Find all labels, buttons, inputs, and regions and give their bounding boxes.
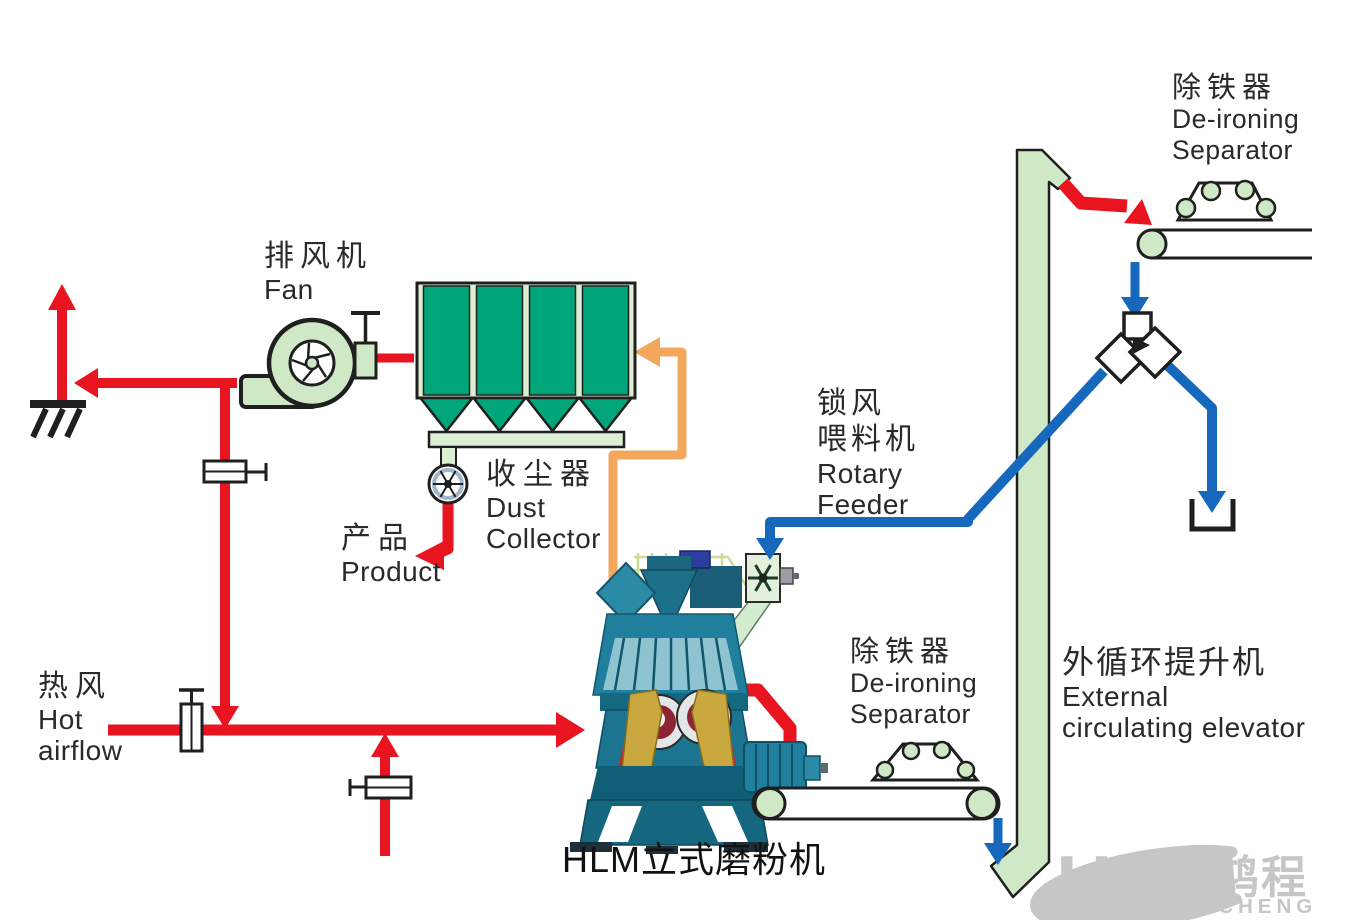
fan-icon bbox=[239, 311, 380, 409]
fan-damper-icon bbox=[353, 341, 378, 380]
deironing-mid-label-en2: Separator bbox=[850, 698, 971, 729]
elevator-column bbox=[989, 148, 1072, 899]
deironing-mid-label-zh: 除铁器 bbox=[850, 636, 956, 668]
hot-air-arrowhead-icon bbox=[556, 712, 585, 748]
top-conveyor-icon bbox=[1136, 228, 1312, 260]
logo-en-text: HONG CHENG bbox=[1126, 895, 1317, 918]
reject-line bbox=[1160, 358, 1217, 495]
deironing-separator-mid-icon bbox=[869, 740, 981, 782]
rotary-feeder-label: 锁风 喂料机 Rotary Feeder bbox=[817, 386, 919, 521]
gas-duct-orange bbox=[608, 337, 687, 580]
fan-label: 排风机 Fan bbox=[264, 240, 372, 305]
elevator-label-en1: External bbox=[1062, 680, 1169, 712]
product-label: 产品 Product bbox=[341, 522, 441, 587]
rotary-feeder-label-zh2: 喂料机 bbox=[817, 423, 919, 456]
mill-motor-icon bbox=[743, 741, 828, 793]
blue-material-lines bbox=[756, 262, 1226, 865]
drop-arrowhead-icon bbox=[1121, 297, 1149, 319]
down-arrowhead-icon bbox=[211, 706, 239, 729]
collection-bin-icon bbox=[1189, 499, 1236, 532]
deironing-top-label: 除铁器 De-ironing Separator bbox=[1172, 72, 1299, 165]
hopper-icon bbox=[470, 396, 529, 434]
fan-label-zh: 排风机 bbox=[264, 240, 372, 273]
elevator-icon bbox=[989, 148, 1072, 899]
belt-roller bbox=[753, 787, 787, 820]
orange-pipe bbox=[608, 347, 687, 580]
hopper-icon bbox=[523, 396, 582, 434]
dust-collector-label-en1: Dust bbox=[486, 491, 546, 523]
deironing-separator-top-icon bbox=[1175, 179, 1277, 222]
rotary-feeder-icon bbox=[745, 553, 799, 603]
orange-arrowhead-icon bbox=[634, 337, 660, 367]
rocker-arm bbox=[621, 689, 663, 777]
hot-airflow-label: 热风 Hot airflow bbox=[38, 670, 122, 766]
valve-icon bbox=[348, 775, 413, 800]
boot-arrowhead-icon bbox=[984, 843, 1012, 865]
reject-arrowhead-icon bbox=[1198, 491, 1226, 513]
exhaust-arrowhead-icon bbox=[48, 284, 76, 310]
deironing-top-label-zh: 除铁器 bbox=[1172, 72, 1278, 104]
dust-collector-label-zh: 收尘器 bbox=[486, 458, 597, 491]
rotary-feeder-label-en2: Feeder bbox=[817, 489, 909, 521]
vertical-mill-icon bbox=[570, 550, 828, 854]
collector-outlet-duct bbox=[440, 446, 457, 467]
deironing-top-label-en2: Separator bbox=[1172, 134, 1293, 165]
logo-monogram: H bbox=[1056, 839, 1112, 920]
damper-valves bbox=[179, 459, 413, 800]
feed-arrowhead-icon bbox=[756, 538, 784, 560]
product-arrow-icon bbox=[415, 504, 454, 570]
fan-label-en: Fan bbox=[264, 273, 314, 305]
valve-icon bbox=[179, 688, 204, 753]
deironing-mid-label: 除铁器 De-ironing Separator bbox=[850, 636, 977, 729]
elevator-label: 外循环提升机 External circulating elevator bbox=[1062, 644, 1306, 744]
dust-collector-label: 收尘器 Dust Collector bbox=[486, 458, 601, 554]
hot-airflow-label-en1: Hot bbox=[38, 703, 84, 735]
ground-symbol-icon bbox=[30, 400, 86, 439]
hongcheng-logo: H 桂林鸿程 HONG CHENG bbox=[1030, 839, 1317, 920]
mid-conveyor-icon bbox=[751, 786, 1001, 821]
deironing-top-label-en1: De-ironing bbox=[1172, 104, 1300, 135]
hot-airflow-label-zh: 热风 bbox=[38, 670, 112, 703]
rotary-valve-icon bbox=[427, 463, 469, 505]
rotary-feeder-label-en1: Rotary bbox=[817, 458, 903, 489]
product-label-en: Product bbox=[341, 555, 441, 587]
diverter-valve-icon bbox=[1094, 311, 1183, 385]
belt-roller bbox=[965, 787, 999, 820]
elevator-label-en2: circulating elevator bbox=[1062, 712, 1306, 744]
valve-icon bbox=[202, 459, 268, 484]
left-arrowhead-icon bbox=[74, 368, 98, 398]
classifier-cone bbox=[639, 569, 699, 634]
elevator-discharge-arrow-icon bbox=[1058, 178, 1152, 225]
mill-top-housing bbox=[690, 566, 742, 608]
dust-collector-icon bbox=[415, 281, 637, 505]
hot-airflow-label-en2: airflow bbox=[38, 734, 123, 766]
up-arrowhead-icon bbox=[371, 733, 399, 757]
belt-roller bbox=[1136, 228, 1168, 260]
mill-title: HLM立式磨粉机 bbox=[562, 839, 827, 880]
rotary-feeder-label-zh1: 锁风 bbox=[817, 387, 885, 420]
feed-line bbox=[765, 367, 1108, 544]
red-gas-lines bbox=[30, 178, 1152, 856]
product-label-zh: 产品 bbox=[341, 522, 415, 555]
elevator-label-zh: 外循环提升机 bbox=[1062, 644, 1267, 680]
dust-collector-label-en2: Collector bbox=[486, 522, 601, 554]
collector-tray bbox=[427, 430, 626, 449]
logo-zh-text: 桂林鸿程 bbox=[1120, 852, 1308, 903]
logo-swoosh-icon bbox=[1030, 845, 1242, 920]
deironing-mid-label-en1: De-ironing bbox=[850, 668, 978, 699]
hopper-icon bbox=[417, 396, 476, 434]
hopper-icon bbox=[576, 396, 635, 434]
